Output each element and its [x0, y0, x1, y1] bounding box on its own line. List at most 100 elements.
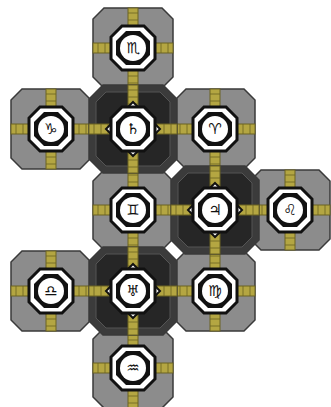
brick-joint [94, 124, 95, 134]
brick-joint [171, 286, 172, 296]
brick-joint [16, 286, 17, 296]
brick-joint [262, 205, 263, 215]
brick-joint [168, 363, 169, 373]
brick-joint [168, 43, 169, 53]
tile-inner-floor [178, 173, 252, 247]
seal-ring [116, 31, 150, 65]
seal-ring [273, 193, 307, 227]
brick-joint [210, 157, 220, 158]
zodiac-symbol: ♑ [44, 122, 57, 137]
tile-floor [175, 89, 255, 169]
brick-joint [128, 20, 138, 21]
brick-joint [210, 256, 220, 257]
brick-joint [318, 205, 319, 215]
zodiac-tile: ♍ [174, 250, 256, 332]
seal-ring [34, 112, 68, 146]
seal-frame [111, 107, 155, 151]
brick-joint [180, 124, 181, 134]
seal-frame [111, 269, 155, 313]
brick-joint [128, 396, 138, 397]
seal-frame [111, 188, 155, 232]
seal-frame [193, 188, 237, 232]
brick-joint [128, 322, 138, 323]
brick-joint [128, 90, 138, 91]
brick-joint [46, 164, 56, 165]
seal-frame [111, 26, 155, 70]
brick-joint [210, 164, 220, 165]
brick-joint [46, 157, 56, 158]
brick-joint [171, 124, 172, 134]
seal-center [202, 116, 228, 142]
tile-inner-floor [96, 92, 170, 166]
brick-joint [168, 205, 169, 215]
tile-floor [11, 251, 91, 331]
brick-joint [98, 43, 99, 53]
brick-joint [285, 238, 295, 239]
brick-joint [210, 319, 220, 320]
brick-joint [128, 13, 138, 14]
brick-joint [187, 286, 188, 296]
brick-joint [105, 43, 106, 53]
brick-joint [128, 340, 138, 341]
brick-joint [128, 83, 138, 84]
seal-center [120, 278, 146, 304]
brick-joint [176, 205, 177, 215]
zodiac-tile: ♒ [92, 327, 174, 407]
brick-joint [250, 286, 251, 296]
brick-joint [46, 94, 56, 95]
brick-joint [210, 263, 220, 264]
brick-joint [285, 182, 295, 183]
brick-joint [46, 319, 56, 320]
brick-joint [243, 286, 244, 296]
seal-star [106, 102, 160, 156]
brick-joint [325, 205, 326, 215]
seal-center [202, 278, 228, 304]
brick-joint [105, 363, 106, 373]
brick-joint [285, 245, 295, 246]
brick-joint [16, 124, 17, 134]
seal-ring [34, 274, 68, 308]
seal-ring [198, 274, 232, 308]
brick-joint [98, 205, 99, 215]
zodiac-symbol: ♎ [44, 284, 57, 299]
planet-symbol: ♄ [126, 122, 139, 137]
zodiac-symbol: ♌ [283, 203, 296, 218]
brick-joint [180, 286, 181, 296]
seal-frame [29, 269, 73, 313]
brick-joint [187, 124, 188, 134]
seal-frame [193, 107, 237, 151]
brick-joint [128, 245, 138, 246]
seal-frame [29, 107, 73, 151]
brick-joint [183, 205, 184, 215]
tile-floor [171, 166, 259, 254]
tile-floor [11, 89, 91, 169]
zodiac-symbol: ♊ [126, 203, 139, 218]
zodiac-tile: ♌ [249, 169, 331, 251]
brick-joint [243, 124, 244, 134]
seal-frame [111, 346, 155, 390]
brick-joint [210, 101, 220, 102]
seal-center [277, 197, 303, 223]
brick-joint [210, 178, 220, 179]
seal-center [202, 197, 228, 223]
brick-joint [128, 252, 138, 253]
seal-ring [198, 193, 232, 227]
brick-joint [128, 238, 138, 239]
seal-center [38, 116, 64, 142]
brick-joint [23, 286, 24, 296]
planet-symbol: ♅ [126, 284, 139, 299]
brick-joint [98, 363, 99, 373]
brick-joint [46, 256, 56, 257]
seal-frame [268, 188, 312, 232]
brick-joint [128, 175, 138, 176]
seal-center [120, 35, 146, 61]
zodiac-symbol: ♈ [208, 122, 221, 137]
tile-floor [175, 251, 255, 331]
brick-joint [161, 43, 162, 53]
brick-joint [210, 326, 220, 327]
seal-center [120, 116, 146, 142]
brick-joint [285, 175, 295, 176]
seal-center [120, 355, 146, 381]
planet-symbol: ♃ [208, 203, 221, 218]
